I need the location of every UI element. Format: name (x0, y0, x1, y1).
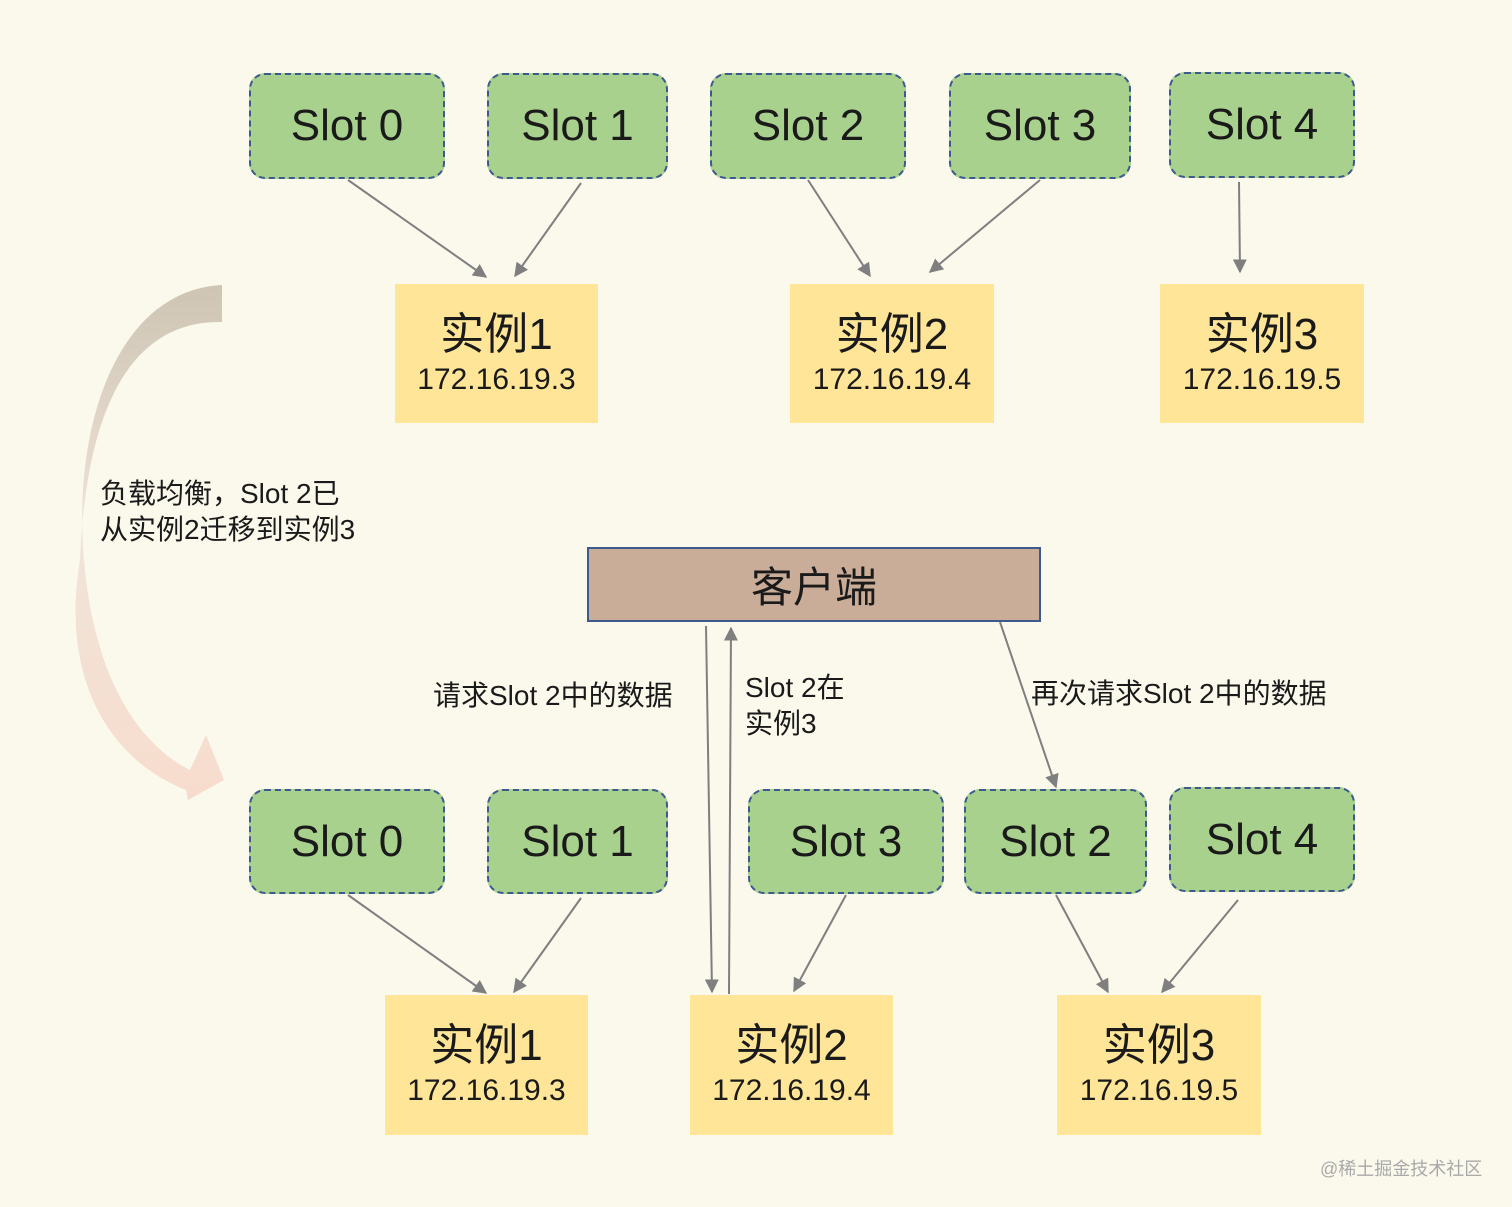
arrow-request-second (999, 621, 1059, 789)
arrow-bottom-slot4-inst3 (1161, 899, 1239, 994)
arrow-top-slot4-inst3 (1232, 181, 1247, 274)
instance-ip: 172.16.19.5 (1079, 1074, 1239, 1107)
bottom-instance-1: 实例1 172.16.19.3 (385, 995, 588, 1135)
bottom-slot-4: Slot 4 (1169, 787, 1355, 892)
top-instance-1: 实例1 172.16.19.3 (395, 284, 598, 423)
instance-name: 实例1 (430, 1021, 543, 1070)
bottom-slot-0: Slot 0 (249, 789, 445, 894)
watermark: @稀土掘金技术社区 (1320, 1159, 1483, 1179)
migration-curve-arrow (75, 285, 224, 800)
instance-ip: 172.16.19.5 (1182, 362, 1342, 396)
instance-ip: 172.16.19.4 (712, 1074, 871, 1107)
migration-note: 负载均衡，Slot 2已 从实例2迁移到实例3 (100, 476, 355, 548)
arrow-top-slot1-inst1 (514, 182, 582, 278)
arrow-bottom-slot1-inst1 (513, 897, 582, 994)
arrow-top-slot3-inst2 (928, 179, 1041, 273)
reply-label-line-2: 实例3 (745, 708, 817, 739)
top-slot-4: Slot 4 (1169, 72, 1355, 178)
top-instance-3: 实例3 172.16.19.5 (1160, 284, 1364, 423)
instance-ip: 172.16.19.4 (812, 362, 972, 396)
arrow-top-slot2-inst2 (807, 179, 871, 278)
top-slot-1: Slot 1 (487, 73, 668, 179)
bottom-slot-3: Slot 3 (748, 789, 944, 894)
arrow-bottom-slot2-inst3 (1055, 894, 1109, 994)
top-slot-0: Slot 0 (249, 73, 445, 179)
reply-label-line-1: Slot 2在 (745, 672, 845, 703)
second-request-label: 再次请求Slot 2中的数据 (1031, 678, 1327, 709)
arrow-request-first (704, 625, 719, 994)
instance-name: 实例3 (1205, 309, 1319, 359)
arrow-bottom-slot3-inst2 (793, 894, 847, 993)
arrow-top-slot0-inst1 (347, 179, 488, 278)
reply-label: Slot 2在 实例3 (745, 670, 845, 742)
client-box: 客户端 (587, 547, 1041, 622)
instance-ip: 172.16.19.3 (417, 362, 576, 396)
arrow-reply (723, 626, 738, 995)
bottom-instance-3: 实例3 172.16.19.5 (1057, 995, 1261, 1135)
top-slot-2: Slot 2 (710, 73, 906, 179)
instance-ip: 172.16.19.3 (407, 1074, 566, 1107)
arrow-bottom-slot0-inst1 (347, 894, 488, 994)
migration-note-line-2: 从实例2迁移到实例3 (100, 514, 356, 545)
first-request-label: 请求Slot 2中的数据 (433, 680, 673, 711)
instance-name: 实例1 (440, 309, 553, 359)
bottom-instance-2: 实例2 172.16.19.4 (690, 995, 893, 1135)
top-instance-2: 实例2 172.16.19.4 (790, 284, 994, 423)
instance-name: 实例2 (835, 309, 949, 359)
instance-name: 实例2 (735, 1021, 848, 1070)
instance-name: 实例3 (1102, 1021, 1216, 1070)
bottom-slot-1: Slot 1 (487, 789, 668, 894)
migration-note-line-1: 负载均衡，Slot 2已 (100, 478, 340, 509)
bottom-slot-2: Slot 2 (964, 789, 1147, 894)
top-slot-3: Slot 3 (949, 73, 1131, 179)
